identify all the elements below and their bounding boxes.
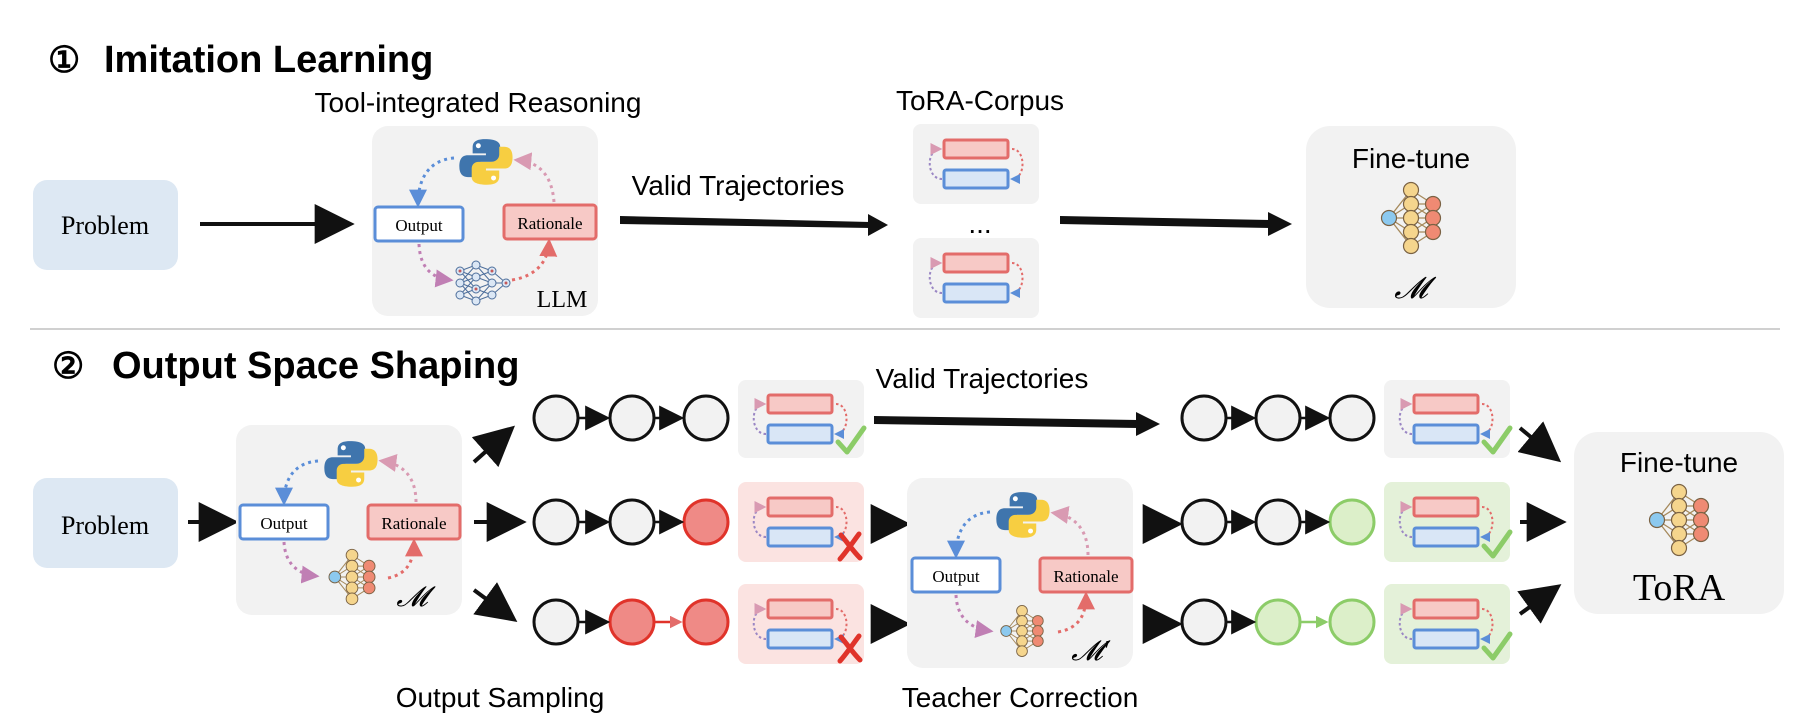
result-chain-1: [1180, 394, 1376, 442]
section2-number: ②: [52, 345, 84, 386]
arrow-tir-to-corpus-shaft: [620, 216, 870, 228]
finetune-box-1: Fine-tune 𝓜: [1306, 126, 1516, 308]
arrow-tir-to-corpus-head: [868, 214, 888, 236]
arrow-corpus-to-finetune-shaft: [1060, 216, 1270, 228]
arrow-corpus-to-finetune-head: [1268, 212, 1292, 236]
valid-trajectories-label-2: Valid Trajectories: [876, 363, 1089, 394]
arrow-branch-bottom: [472, 582, 518, 622]
output-label-1: Output: [395, 216, 443, 235]
tir-box: Output Rationale LLM: [372, 126, 598, 316]
output-label-2: Output: [260, 514, 308, 533]
arrow-valid-top-shaft: [874, 416, 1138, 428]
result-traj-3: [1384, 584, 1510, 664]
teacher-correction-label: Teacher Correction: [902, 682, 1139, 713]
rationale-label-3: Rationale: [1053, 567, 1118, 586]
sample-traj-3: [738, 584, 864, 664]
output-label-3: Output: [932, 567, 980, 586]
sampler-box: Output Rationale 𝓜: [236, 425, 462, 615]
result-chain-2: [1180, 498, 1376, 546]
finetune-label-2: Fine-tune: [1620, 447, 1738, 478]
corpus-ellipsis: ...: [968, 208, 991, 239]
loop-arrow-llm-rationale: [511, 238, 558, 282]
problem-label-1: Problem: [61, 211, 149, 240]
arrow-result-to-tora-3: [1517, 584, 1562, 624]
sample-traj-1: [738, 380, 864, 458]
corpus-item-1: [913, 124, 1039, 204]
llm-label: LLM: [537, 287, 588, 313]
finetune-label-1: Fine-tune: [1352, 143, 1470, 174]
teacher-model-label: 𝓜′: [1071, 636, 1111, 667]
arrow-valid-top-head: [1136, 412, 1160, 436]
rationale-label-2: Rationale: [381, 514, 446, 533]
finetune-box-2: Fine-tune ToRA: [1574, 432, 1784, 614]
output-sampling-label: Output Sampling: [396, 682, 605, 713]
sample-traj-2: [738, 482, 864, 562]
section1-number: ①: [48, 39, 80, 80]
result-traj-1: [1384, 380, 1510, 458]
sample-chain-1: [532, 394, 730, 442]
arrow-branch-top: [471, 425, 515, 468]
result-traj-2: [1384, 482, 1510, 562]
tora-label: ToRA: [1633, 567, 1726, 609]
corpus-title: ToRA-Corpus: [896, 85, 1064, 116]
valid-trajectories-label-1: Valid Trajectories: [632, 170, 845, 201]
section1-title: Imitation Learning: [104, 39, 433, 81]
problem-box-1: Problem: [33, 180, 178, 270]
corpus-item-2: [913, 238, 1039, 318]
section2-title: Output Space Shaping: [112, 345, 519, 387]
sample-chain-2: [532, 498, 730, 546]
problem-box-2: Problem: [33, 478, 178, 568]
loop-arrow-python-output: [409, 156, 455, 208]
tir-title: Tool-integrated Reasoning: [315, 87, 642, 118]
sample-chain-3: [532, 598, 730, 646]
result-chain-3: [1180, 598, 1376, 646]
rationale-label-1: Rationale: [517, 214, 582, 233]
arrow-result-to-tora-1: [1517, 421, 1562, 463]
problem-label-2: Problem: [61, 511, 149, 540]
loop-arrow-output-llm: [417, 243, 454, 288]
teacher-box: Output Rationale 𝓜′: [907, 478, 1134, 668]
